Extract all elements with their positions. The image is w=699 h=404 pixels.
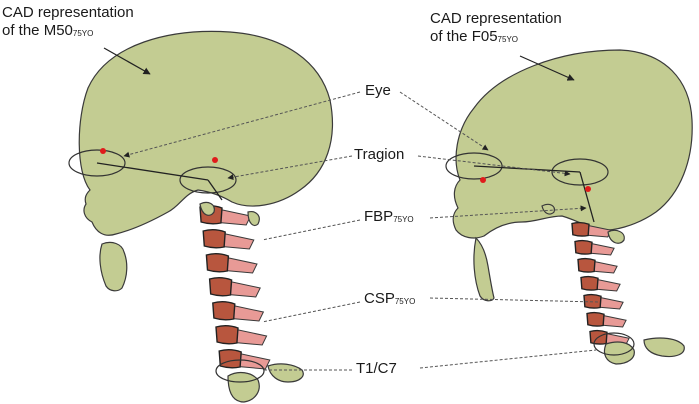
csp-leader-left: [261, 301, 361, 323]
fbp-leader-right: [429, 205, 587, 219]
left-neck-line: [207, 179, 223, 201]
right-caption: CAD representation of the F0575YO: [430, 10, 562, 49]
tragion-leader-right: [417, 155, 571, 177]
eye-leader-left: [123, 91, 361, 158]
eye-leader-right: [399, 91, 489, 151]
csp-leader-right: [429, 297, 599, 303]
left-hyoid: [199, 201, 260, 227]
left-eye-ellipse: [68, 149, 126, 177]
right-eye-dot: [480, 177, 486, 183]
left-caption-arrow: [103, 47, 151, 75]
right-vertebral-body-6: [586, 311, 605, 327]
right-jaw-fragment: [473, 236, 495, 302]
left-skull: [78, 30, 334, 236]
right-eye-ellipse: [445, 152, 503, 180]
right-tragion-ellipse: [551, 158, 609, 186]
tragion-leader-left: [227, 155, 353, 181]
right-t1c7-ellipse: [593, 332, 635, 356]
left-caption-line2: of the M5075YO: [2, 22, 134, 43]
right-t1-vertebra: [603, 337, 685, 365]
left-tragion-dot: [212, 157, 218, 163]
left-jaw-fragment: [99, 241, 128, 292]
right-vertebral-body-5: [583, 293, 602, 309]
left-vertebral-body-3: [205, 253, 230, 273]
fbp-label-sub: 75YO: [393, 215, 414, 224]
csp-label-sub: 75YO: [394, 297, 416, 306]
right-tragion-dot: [585, 186, 591, 192]
left-tragion-ellipse: [179, 166, 237, 194]
left-vertebral-body-6: [215, 325, 239, 345]
right-caption-line1: CAD representation: [430, 10, 562, 27]
left-caption-line1: CAD representation: [2, 4, 134, 21]
left-t1-vertebra: [227, 363, 304, 403]
fbp-leader-left: [261, 219, 361, 241]
left-t1c7-ellipse: [215, 359, 265, 383]
csp-label: CSP75YO: [364, 290, 415, 311]
tragion-label: Tragion: [354, 146, 405, 163]
right-hyoid: [541, 203, 625, 244]
right-cervical-spine: [571, 221, 630, 346]
right-vertebral-body-1: [571, 221, 590, 237]
t1c7-label: T1/C7: [356, 360, 397, 377]
right-caption-line2: of the F0575YO: [430, 28, 562, 49]
fbp-label: FBP75YO: [364, 208, 414, 229]
left-vertebral-body-7: [218, 349, 242, 369]
right-vertebral-body-2: [574, 239, 593, 255]
right-skull: [452, 49, 693, 239]
eye-label: Eye: [365, 82, 391, 99]
left-vertebral-body-2: [202, 229, 226, 249]
right-caption-model-sub: 75YO: [497, 35, 519, 44]
right-neck-line: [579, 171, 595, 223]
right-frankfort-line: [473, 165, 581, 173]
left-vertebral-body-5: [212, 301, 236, 321]
left-caption-model: of the M50: [2, 22, 73, 39]
csp-label-main: CSP: [364, 290, 395, 307]
left-eye-dot: [100, 148, 106, 154]
right-caption-model: of the F05: [430, 28, 498, 45]
left-vertebral-body-4: [208, 277, 233, 297]
left-caption: CAD representation of the M5075YO: [2, 4, 134, 43]
left-caption-model-sub: 75YO: [72, 29, 94, 38]
left-cervical-spine: [199, 205, 271, 370]
fbp-label-main: FBP: [364, 208, 394, 225]
t1c7-leader-right: [419, 349, 597, 369]
right-caption-arrow: [519, 55, 575, 81]
right-vertebral-body-3: [577, 257, 596, 273]
right-vertebral-body-4: [580, 275, 599, 291]
left-frankfort-line: [96, 162, 209, 181]
